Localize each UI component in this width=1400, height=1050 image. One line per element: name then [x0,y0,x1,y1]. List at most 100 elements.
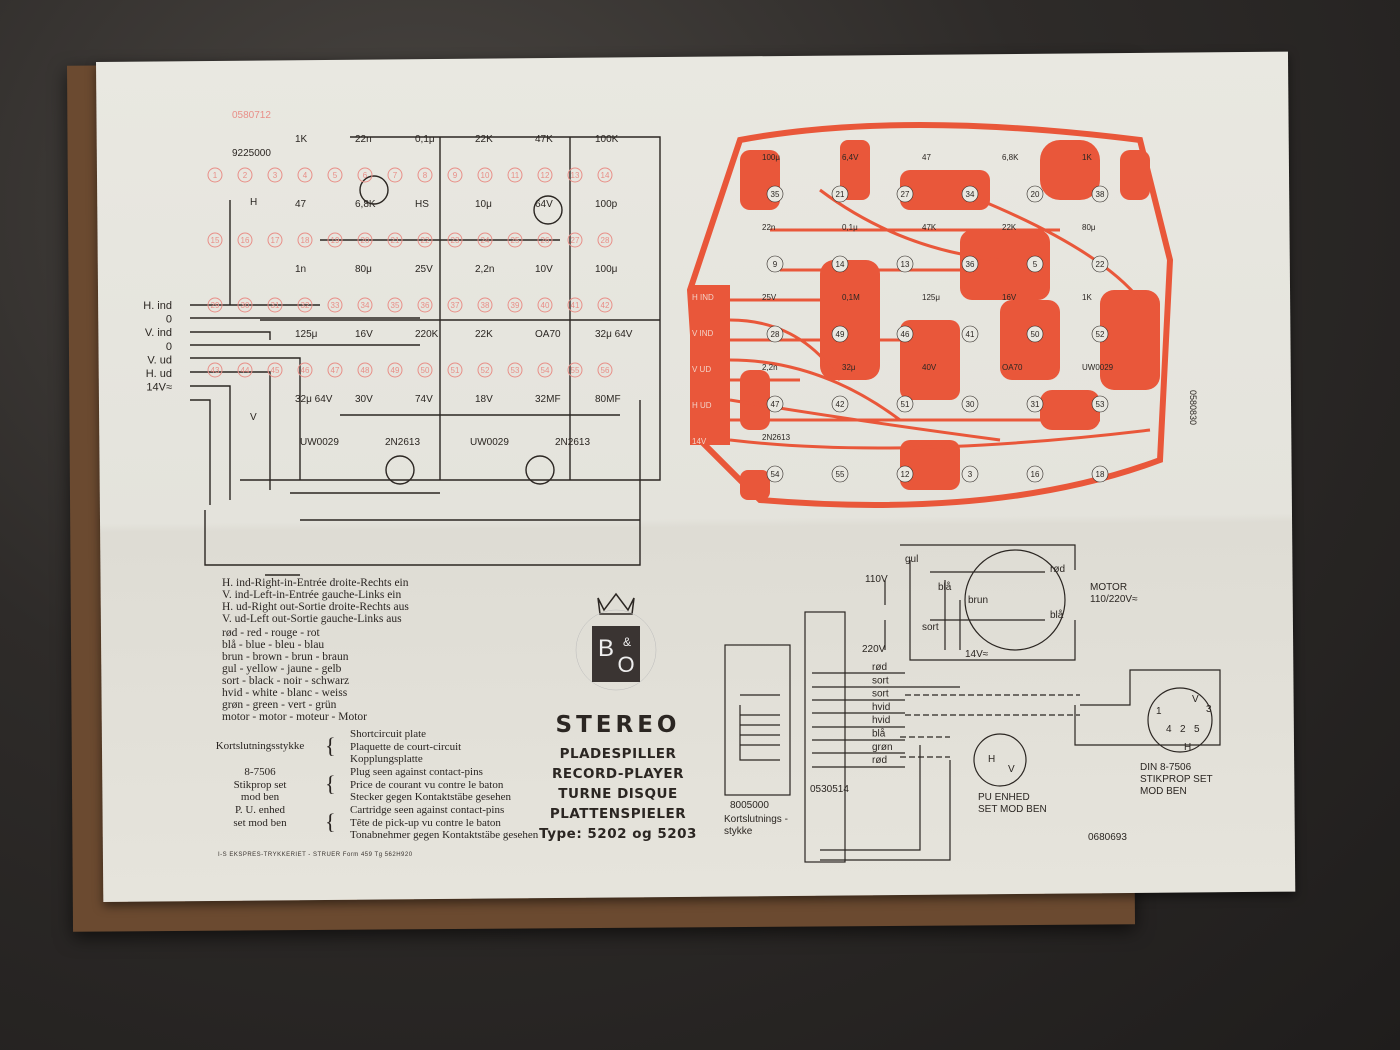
pcb-marker-circle [1091,185,1109,203]
component-label: 30V [355,394,373,405]
marker-number: 17 [271,236,280,245]
component-label: 32μ 64V [295,394,333,405]
component-label: 2,2n [475,264,494,275]
marker-number: 36 [421,301,430,310]
component-label: 100μ [595,264,618,275]
marker-number: 42 [601,301,610,310]
marker-circle [447,232,463,248]
marker-circle [267,297,283,313]
component-label: 18V [475,394,493,405]
pcb-marker-circle [1026,395,1044,413]
legend-color-line: hvid - white - blanc - weiss [222,687,348,699]
marker-number: 16 [241,236,250,245]
component-label: 10V [535,264,553,275]
marker-number: 31 [271,301,280,310]
marker-number: 26 [541,236,550,245]
marker-number: 33 [331,301,340,310]
marker-number: 38 [481,301,490,310]
marker-number: 1 [213,171,218,180]
marker-circle [447,362,463,378]
channel-label: H [250,197,257,208]
pcb-marker-circle [766,255,784,273]
transistor-label: 2N2613 [385,437,420,448]
marker-circle [297,167,313,183]
pcb-marker-circle [961,465,979,483]
marker-number: 41 [571,301,580,310]
component-label: 47 [295,199,307,210]
marker-circle [567,362,583,378]
pcb-component-label: 2N2613 [762,433,791,442]
marker-circle [567,232,583,248]
legend-term-description: Cartridge seen against contact-pins Tête… [350,804,539,841]
marker-circle [327,297,343,313]
pcb-marker-circle [1091,395,1109,413]
pcb-marker-number: 21 [836,190,845,199]
pcb-marker-circle [1026,465,1044,483]
component-label: 32MF [535,394,561,405]
part-number: 9225000 [232,148,271,159]
marker-circle [207,362,223,378]
marker-number: 12 [541,171,550,180]
pcb-marker-circle [1026,185,1044,203]
motor-wire-label: gul [905,554,918,565]
title-line-3: TURNE DISQUE [558,786,678,802]
marker-number: 43 [211,366,220,375]
plug-wire-label: sort [872,689,889,700]
marker-circle [477,362,493,378]
pcb-marker-circle [896,395,914,413]
din-pin: H [1184,742,1191,753]
pcb-marker-number: 55 [836,470,845,479]
marker-number: 11 [511,171,520,180]
marker-number: 21 [391,236,400,245]
legend-color-line: grøn - green - vert - grün [222,699,337,711]
marker-number: 27 [571,236,580,245]
component-label: 64V [535,199,553,210]
pcb-component-label: 16V [1002,293,1017,302]
pcb-marker-circle [1026,255,1044,273]
component-label: HS [415,199,429,210]
marker-circle [537,167,553,183]
marker-circle [297,297,313,313]
marker-number: 48 [361,366,370,375]
pcb-marker-number: 9 [773,260,778,269]
pcb-marker-number: 20 [1031,190,1040,199]
pcb-marker-circle [961,325,979,343]
pcb-component-label: 100μ [762,153,780,162]
pcb-marker-number: 5 [1033,260,1038,269]
marker-circle [417,297,433,313]
io-label: 0 [166,314,172,326]
plug-wire-label: rød [872,755,887,766]
din-pin: V [1192,694,1199,705]
component-label: 220K [415,329,439,340]
plug-wire-label: blå [872,728,886,740]
title-stereo: STEREO [555,712,681,738]
pcb-component-label: 25V [762,293,777,302]
pcb-marker-circle [896,325,914,343]
pcb-component-label: OA70 [1002,363,1023,372]
pcb-component-label: 0,1μ [842,223,858,232]
voltage-14: 14V≈ [965,649,989,660]
marker-number: 10 [481,171,490,180]
pcb-marker-number: 51 [901,400,910,409]
pcb-marker-number: 53 [1096,400,1105,409]
pcb-marker-number: 36 [966,260,975,269]
marker-number: 45 [271,366,280,375]
component-label: 47K [535,134,553,145]
component-label: 22K [475,329,493,340]
marker-number: 55 [571,366,580,375]
pcb-marker-circle [961,255,979,273]
legend-color-line: motor - motor - moteur - Motor [222,711,368,723]
marker-circle [417,167,433,183]
marker-number: 20 [361,236,370,245]
pcb-component-label: 47 [922,153,931,162]
marker-number: 40 [541,301,550,310]
svg-text:O: O [617,652,634,677]
marker-number: 30 [241,301,250,310]
pcb-marker-circle [766,185,784,203]
legend-color-line: brun - brown - brun - braun [222,651,349,663]
crown-icon [597,592,635,615]
